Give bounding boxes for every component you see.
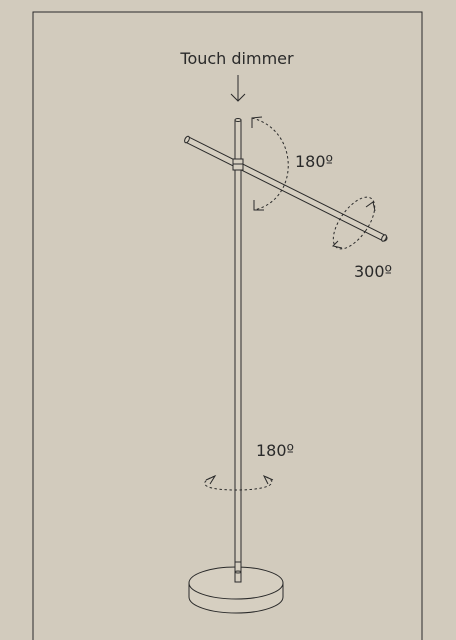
lamp-pole <box>234 118 242 579</box>
diagram-frame <box>32 11 423 640</box>
arm-spin-label: 300º <box>354 262 392 281</box>
lamp-base <box>188 561 284 614</box>
pole-rotation-arrow-icon <box>204 474 274 491</box>
pole-rotation-label: 180º <box>256 441 294 460</box>
arm-spin-arrow-icon <box>332 196 376 250</box>
arm-rotation-arrow-icon <box>251 116 289 211</box>
arm-joint <box>232 158 244 171</box>
arm-rotation-label: 180º <box>295 152 333 171</box>
down-arrow-icon <box>230 75 246 102</box>
touch-dimmer-label: Touch dimmer <box>179 49 294 68</box>
lamp-arm <box>184 135 388 242</box>
